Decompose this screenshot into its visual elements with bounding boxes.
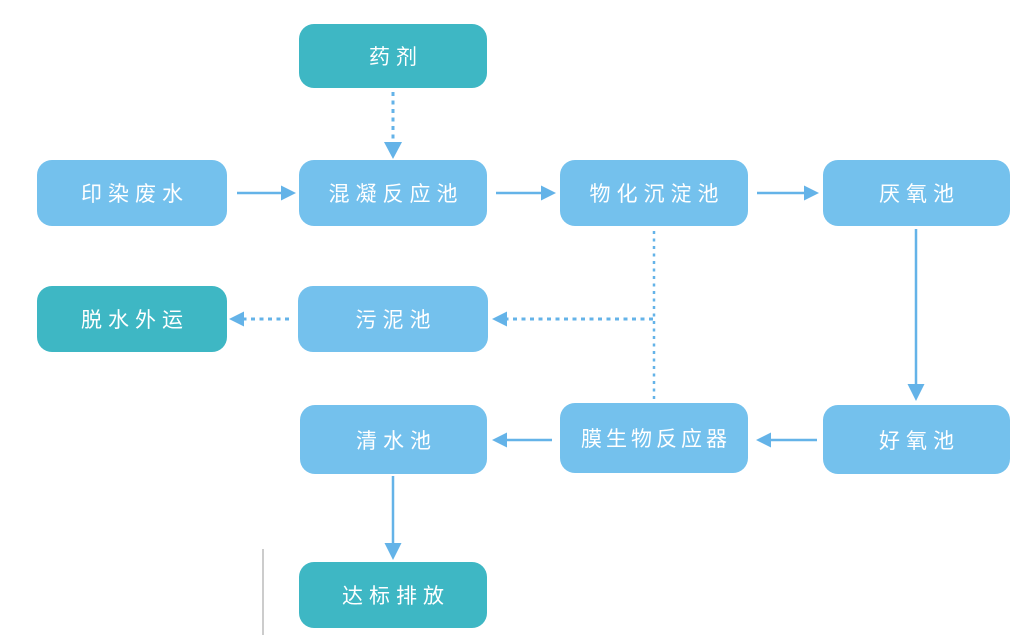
edge-anaerobic-to-aerobic [907,229,925,401]
node-dyeing-wastewater: 印染废水 [37,160,227,226]
node-membrane-bioreactor: 膜生物反应器 [560,403,748,473]
node-coagulation-reaction-tank: 混凝反应池 [299,160,487,226]
node-chemical-agent: 药剂 [299,24,487,88]
node-compliant-discharge: 达标排放 [299,562,487,628]
edge-trunk-to-sludge [492,311,653,327]
edge-chemical-to-coagulation [384,92,402,159]
edge-sludge-to-dewatering [229,311,289,327]
node-aerobic-tank: 好氧池 [823,405,1010,474]
edge-sedimentation-to-anaerobic [757,185,819,201]
node-sludge-tank: 污泥池 [298,286,488,352]
edge-cleanwater-to-discharge [384,476,402,560]
node-clean-water-tank: 清水池 [300,405,487,474]
node-physicochemical-sedimentation-tank: 物化沉淀池 [560,160,748,226]
node-dewatering-transport: 脱水外运 [37,286,227,352]
edge-membrane-to-cleanwater [492,432,552,448]
edge-coagulation-to-sedimentation [496,185,556,201]
edge-wastewater-to-coagulation [237,185,296,201]
edge-aerobic-to-membrane [756,432,817,448]
node-anaerobic-tank: 厌氧池 [823,160,1010,226]
